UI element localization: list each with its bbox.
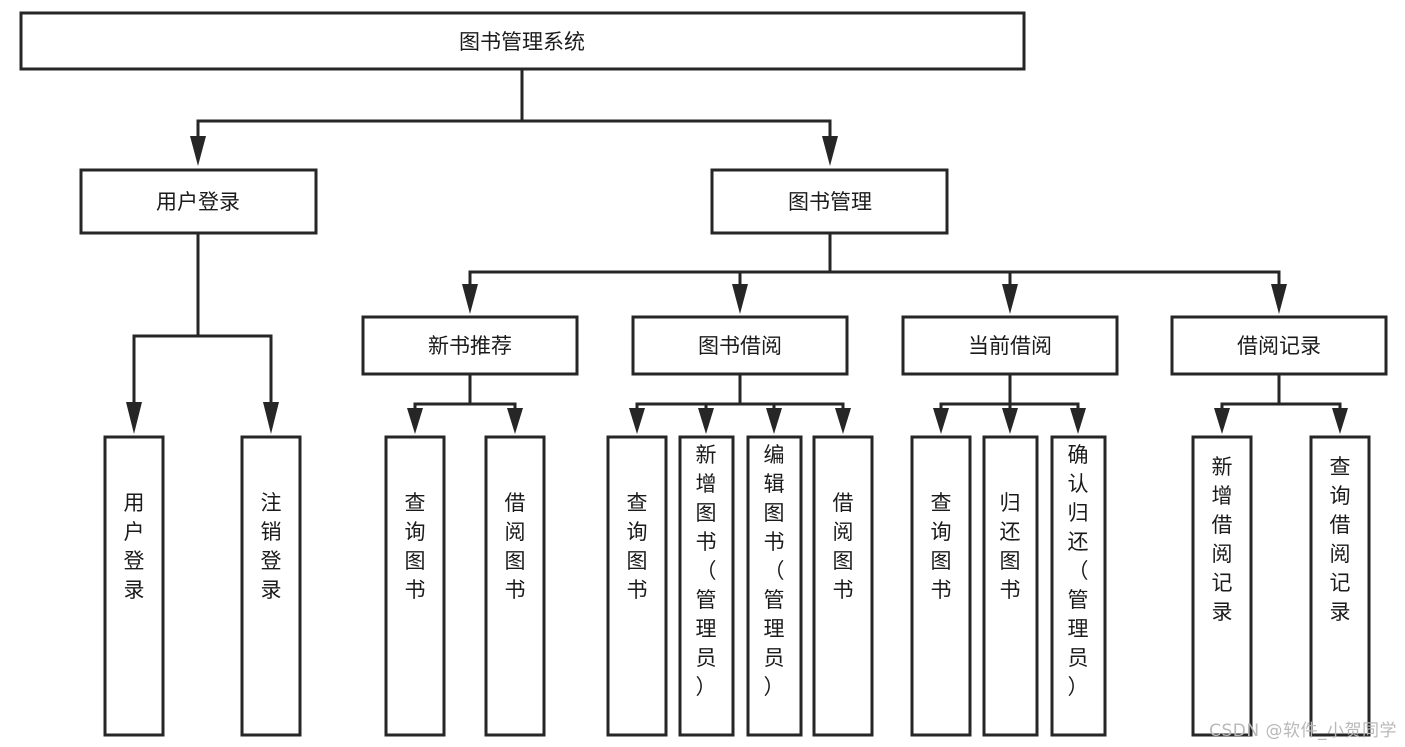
node-leaf-borrow-book-1-box[interactable] [484,435,546,737]
node-leaf-add-record[interactable]: 新增借阅记录 [1191,435,1253,737]
node-user-login[interactable]: 用户登录 [79,168,318,235]
arrow-to-new-book-recommend [462,284,478,314]
node-leaf-query-book-2[interactable]: 查询图书 [606,435,668,737]
node-root[interactable]: 图书管理系统 [19,11,1026,71]
node-leaf-confirm-return[interactable]: 确认归还（管理员） [1050,435,1107,737]
arrow-to-leaf-query-book-3 [933,408,949,434]
node-leaf-add-book[interactable]: 新增图书（管理员） [678,435,735,737]
node-leaf-query-book-1-box[interactable] [384,435,446,737]
node-root-box[interactable] [19,11,1026,71]
node-current-borrow[interactable]: 当前借阅 [901,315,1119,376]
arrow-to-leaf-edit-book [766,408,782,434]
connector-layer [126,67,1348,434]
node-leaf-edit-book[interactable]: 编辑图书（管理员） [746,435,803,737]
arrow-to-leaf-borrow-book-1 [507,408,523,434]
arrow-to-leaf-return-book [1002,408,1018,434]
arrow-to-leaf-borrow-book-2 [835,408,851,434]
arrow-to-leaf-confirm-return [1070,408,1086,434]
node-book-manage-label: 图书管理 [788,190,872,214]
arrow-to-leaf-logout-login [263,402,279,434]
node-new-book-recommend[interactable]: 新书推荐 [361,315,579,376]
node-leaf-logout-login-box[interactable] [240,435,302,737]
arrow-to-book-borrow [732,284,748,314]
node-leaf-add-book-label: 新增图书（管理员） [696,443,717,699]
node-leaf-logout-login[interactable]: 注销登录 [240,435,302,737]
node-leaf-borrow-book-1[interactable]: 借阅图书 [484,435,546,737]
arrow-to-current-borrow [1002,284,1018,314]
node-leaf-edit-book-label: 编辑图书（管理员） [764,443,785,699]
node-leaf-confirm-return-box[interactable] [1050,435,1107,737]
node-book-manage[interactable]: 图书管理 [710,168,949,235]
node-user-login-label: 用户登录 [156,190,240,214]
node-leaf-query-record-label: 查询借阅记录 [1330,455,1351,624]
node-book-borrow-label: 图书借阅 [698,334,782,358]
node-leaf-user-login-box[interactable] [103,435,165,737]
node-root-label: 图书管理系统 [459,30,585,54]
arrow-to-book-manage [822,136,838,166]
arrow-to-leaf-query-book-1 [407,408,423,434]
node-leaf-query-book-1[interactable]: 查询图书 [384,435,446,737]
node-leaf-borrow-book-2[interactable]: 借阅图书 [812,435,874,737]
node-leaf-add-record-label: 新增借阅记录 [1212,455,1233,624]
node-leaf-user-login[interactable]: 用户登录 [103,435,165,737]
node-leaf-confirm-return-label: 确认归还（管理员） [1068,443,1089,699]
node-leaf-query-book-3-box[interactable] [910,435,972,737]
node-leaf-query-record-box[interactable] [1309,435,1371,737]
node-leaf-query-book-3[interactable]: 查询图书 [910,435,972,737]
node-current-borrow-label: 当前借阅 [968,334,1052,358]
node-borrow-record-box[interactable] [1170,315,1388,376]
node-current-borrow-box[interactable] [901,315,1119,376]
node-leaf-query-book-2-label: 查询图书 [627,491,648,602]
node-leaf-borrow-book-2-box[interactable] [812,435,874,737]
arrow-to-leaf-query-record [1332,408,1348,434]
node-borrow-record-label: 借阅记录 [1237,334,1321,358]
node-leaf-query-book-3-label: 查询图书 [931,491,952,602]
arrow-to-borrow-record [1271,284,1287,314]
node-book-manage-box[interactable] [710,168,949,235]
arrow-to-leaf-query-book-2 [629,408,645,434]
node-leaf-query-book-1-label: 查询图书 [405,491,426,602]
node-borrow-record[interactable]: 借阅记录 [1170,315,1388,376]
arrow-to-leaf-user-login [126,402,142,434]
node-leaf-user-login-label: 用户登录 [124,491,145,602]
node-leaf-return-book[interactable]: 归还图书 [982,435,1039,737]
node-leaf-query-record[interactable]: 查询借阅记录 [1309,435,1371,737]
node-leaf-add-book-box[interactable] [678,435,735,737]
node-leaf-return-book-box[interactable] [982,435,1039,737]
arrow-to-user-login [190,136,206,166]
node-leaf-add-record-box[interactable] [1191,435,1253,737]
node-new-book-recommend-box[interactable] [361,315,579,376]
node-leaf-return-book-label: 归还图书 [1000,491,1021,602]
node-book-borrow-box[interactable] [631,315,849,376]
arrow-to-leaf-add-record [1214,408,1230,434]
node-user-login-box[interactable] [79,168,318,235]
node-leaf-edit-book-box[interactable] [746,435,803,737]
node-book-borrow[interactable]: 图书借阅 [631,315,849,376]
node-leaf-logout-login-label: 注销登录 [261,491,282,602]
node-leaf-borrow-book-2-label: 借阅图书 [833,491,854,602]
node-leaf-query-book-2-box[interactable] [606,435,668,737]
node-new-book-recommend-label: 新书推荐 [428,334,512,358]
node-leaf-borrow-book-1-label: 借阅图书 [505,491,526,602]
arrow-to-leaf-add-book [698,408,714,434]
